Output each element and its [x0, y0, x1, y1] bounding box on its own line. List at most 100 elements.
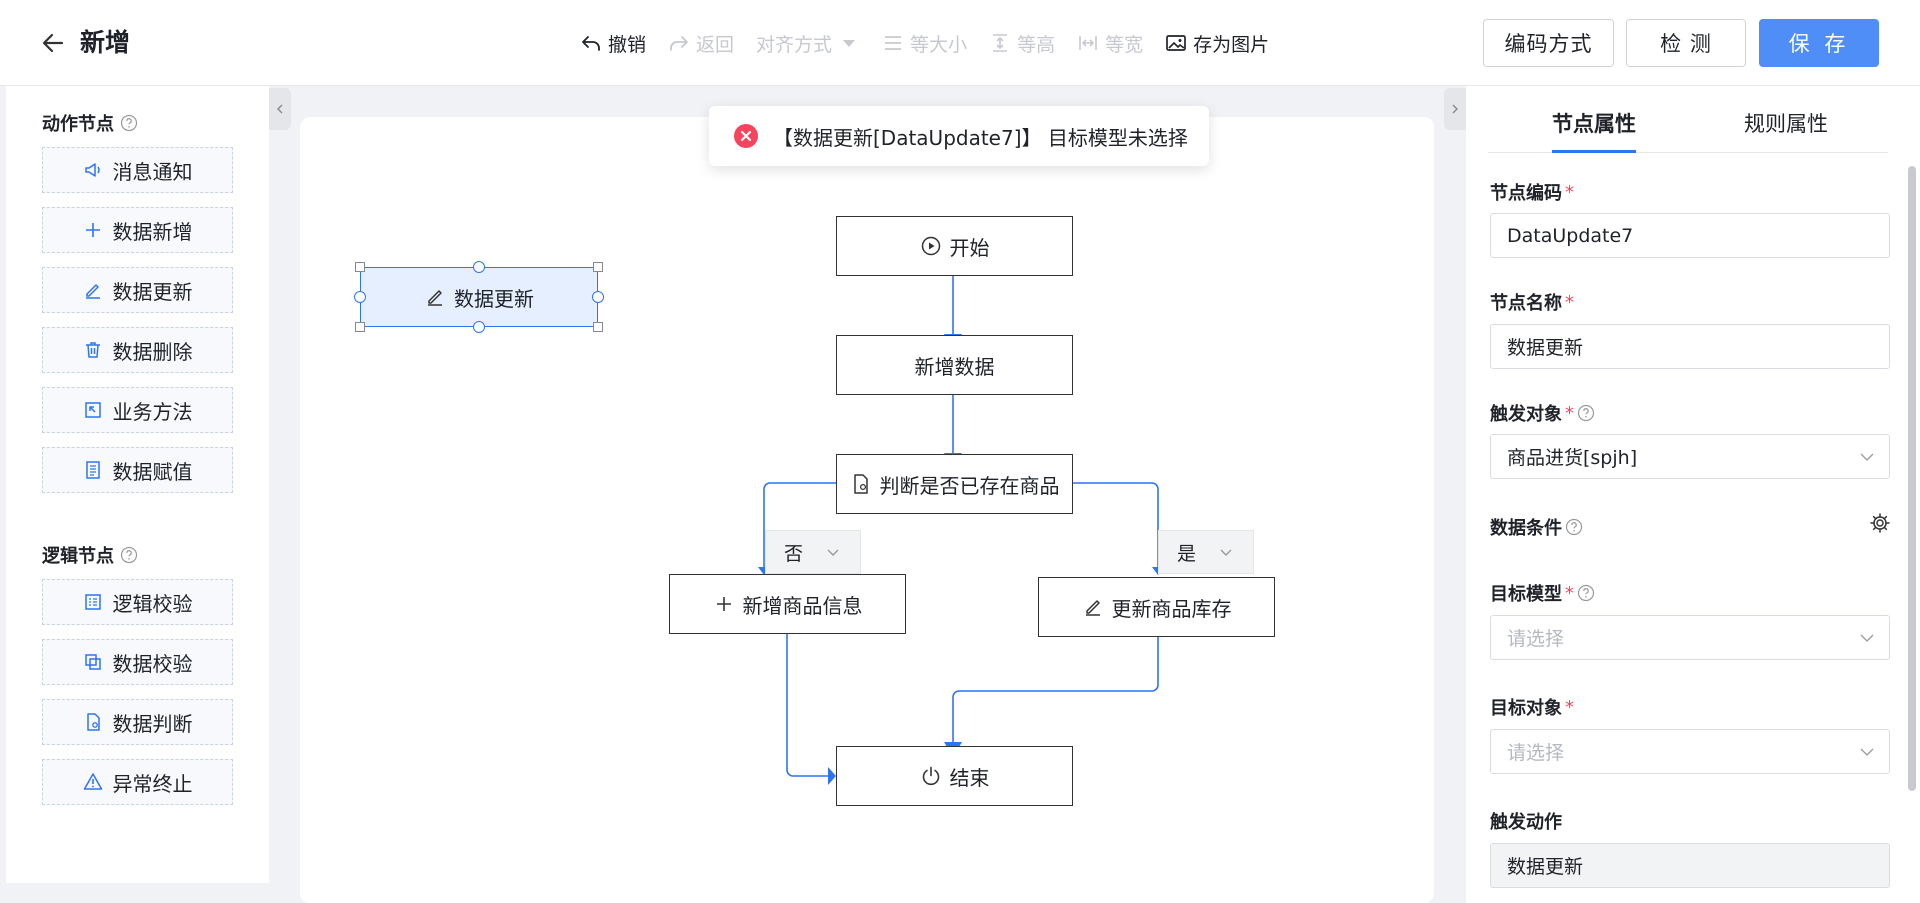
trash-icon [83, 340, 103, 360]
chevron-right-icon [1449, 103, 1461, 115]
branch-label: 否 [784, 542, 804, 565]
flow-canvas[interactable]: 数据更新 开始 新增数据 判断是否已存在商品 否 是 新增商品信息 更新商品库存… [300, 117, 1434, 903]
resize-handle[interactable] [593, 322, 603, 332]
node-add-product-info[interactable]: 新增商品信息 [669, 574, 906, 634]
tab-divider [1488, 152, 1888, 153]
chevron-left-icon [274, 103, 286, 115]
undo-icon [580, 32, 602, 54]
palette-item-data-add[interactable]: 数据新增 [42, 207, 233, 253]
connect-anchor[interactable] [473, 321, 485, 333]
properties-panel: 节点属性 规则属性 节点编码* DataUpdate7 节点名称* 数据更新 触… [1466, 86, 1920, 903]
connect-anchor[interactable] [354, 291, 366, 303]
warning-icon [83, 772, 103, 792]
field-label-text: 目标模型 [1490, 584, 1562, 605]
node-label: 新增数据 [914, 354, 995, 379]
play-circle-icon [920, 235, 942, 257]
equal-size-button[interactable]: 等大小 [882, 30, 967, 57]
field-label-text: 节点编码 [1490, 183, 1562, 204]
palette-item-label: 数据赋值 [112, 459, 193, 484]
equal-width-label: 等宽 [1105, 33, 1144, 56]
help-icon[interactable] [1577, 404, 1595, 422]
collapse-right-panel-button[interactable] [1444, 88, 1466, 130]
undo-button[interactable]: 撤销 [580, 30, 646, 57]
node-name-label: 节点名称* [1490, 289, 1574, 315]
logic-nodes-label: 逻辑节点 [42, 546, 114, 567]
target-object-label: 目标对象* [1490, 694, 1574, 720]
palette-item-abnormal-terminate[interactable]: 异常终止 [42, 759, 233, 805]
node-end[interactable]: 结束 [836, 746, 1073, 806]
node-name-input[interactable]: 数据更新 [1490, 324, 1890, 369]
megaphone-icon [83, 160, 103, 180]
palette-item-logic-check[interactable]: 逻辑校验 [42, 579, 233, 625]
tab-rule-properties[interactable]: 规则属性 [1744, 112, 1828, 136]
equal-size-icon [882, 32, 904, 54]
select-value: 商品进货[spjh] [1507, 447, 1638, 469]
redo-button[interactable]: 返回 [668, 30, 734, 57]
palette-item-label: 数据校验 [112, 651, 193, 676]
field-label-text: 触发动作 [1490, 812, 1562, 833]
palette-item-data-delete[interactable]: 数据删除 [42, 327, 233, 373]
resize-handle[interactable] [355, 322, 365, 332]
file-judge-icon [850, 473, 872, 495]
trigger-object-select[interactable]: 商品进货[spjh] [1490, 434, 1890, 479]
node-update-stock[interactable]: 更新商品库存 [1038, 577, 1275, 637]
action-nodes-label: 动作节点 [42, 114, 114, 135]
node-start[interactable]: 开始 [836, 216, 1073, 276]
tab-node-properties[interactable]: 节点属性 [1552, 112, 1636, 136]
node-add-data[interactable]: 新增数据 [836, 335, 1073, 395]
target-object-select[interactable]: 请选择 [1490, 729, 1890, 774]
panel-scrollbar[interactable] [1908, 166, 1916, 791]
help-icon[interactable] [1565, 518, 1583, 536]
palette-item-data-update[interactable]: 数据更新 [42, 267, 233, 313]
palette-item-data-check[interactable]: 数据校验 [42, 639, 233, 685]
top-header: 新增 撤销 返回 对齐方式 等大小 等高 等宽 存为图片 [0, 0, 1920, 86]
collapse-left-panel-button[interactable] [269, 88, 291, 130]
chevron-down-icon [1859, 630, 1875, 646]
redo-icon [668, 32, 690, 54]
equal-height-button[interactable]: 等高 [989, 30, 1055, 57]
method-icon [83, 400, 103, 420]
branch-no-dropdown[interactable]: 否 [765, 530, 861, 574]
save-button[interactable]: 保 存 [1759, 19, 1879, 67]
resize-handle[interactable] [593, 262, 603, 272]
error-toast: 【数据更新[DataUpdate7]】 目标模型未选择 [709, 106, 1209, 166]
resize-handle[interactable] [355, 262, 365, 272]
target-model-select[interactable]: 请选择 [1490, 615, 1890, 660]
equal-width-icon [1077, 32, 1099, 54]
edge-update-to-end [952, 636, 1159, 742]
palette-item-data-assign[interactable]: 数据赋值 [42, 447, 233, 493]
plus-icon [83, 220, 103, 240]
connect-anchor[interactable] [592, 291, 604, 303]
target-model-label: 目标模型* [1490, 580, 1595, 606]
node-judge-product-exists[interactable]: 判断是否已存在商品 [836, 454, 1073, 514]
branch-label: 是 [1177, 542, 1197, 565]
required-mark: * [1565, 291, 1574, 313]
node-label: 数据更新 [454, 286, 534, 311]
palette-item-label: 数据删除 [112, 339, 193, 364]
check-button[interactable]: 检 测 [1626, 19, 1746, 67]
node-data-update-selected[interactable]: 数据更新 [360, 267, 598, 327]
branch-yes-dropdown[interactable]: 是 [1158, 530, 1254, 574]
trigger-action-input: 数据更新 [1490, 843, 1890, 888]
align-dropdown[interactable]: 对齐方式 [756, 30, 860, 57]
help-icon[interactable] [120, 546, 138, 564]
required-mark: * [1565, 181, 1574, 203]
palette-item-label: 业务方法 [112, 399, 193, 424]
save-image-button[interactable]: 存为图片 [1165, 30, 1269, 57]
palette-item-business-method[interactable]: 业务方法 [42, 387, 233, 433]
palette-item-label: 数据更新 [112, 279, 193, 304]
encode-mode-button[interactable]: 编码方式 [1483, 19, 1614, 67]
back-arrow-icon[interactable] [40, 30, 66, 56]
select-placeholder: 请选择 [1507, 742, 1565, 764]
palette-item-data-judge[interactable]: 数据判断 [42, 699, 233, 745]
gear-icon[interactable] [1869, 512, 1891, 534]
palette-item-message-notify[interactable]: 消息通知 [42, 147, 233, 193]
help-icon[interactable] [1577, 584, 1595, 602]
node-label: 开始 [949, 235, 990, 260]
node-code-input[interactable]: DataUpdate7 [1490, 213, 1890, 258]
palette-item-label: 消息通知 [112, 159, 193, 184]
connect-anchor[interactable] [473, 261, 485, 273]
help-icon[interactable] [120, 114, 138, 132]
equal-width-button[interactable]: 等宽 [1077, 30, 1143, 57]
node-label: 新增商品信息 [742, 593, 863, 618]
